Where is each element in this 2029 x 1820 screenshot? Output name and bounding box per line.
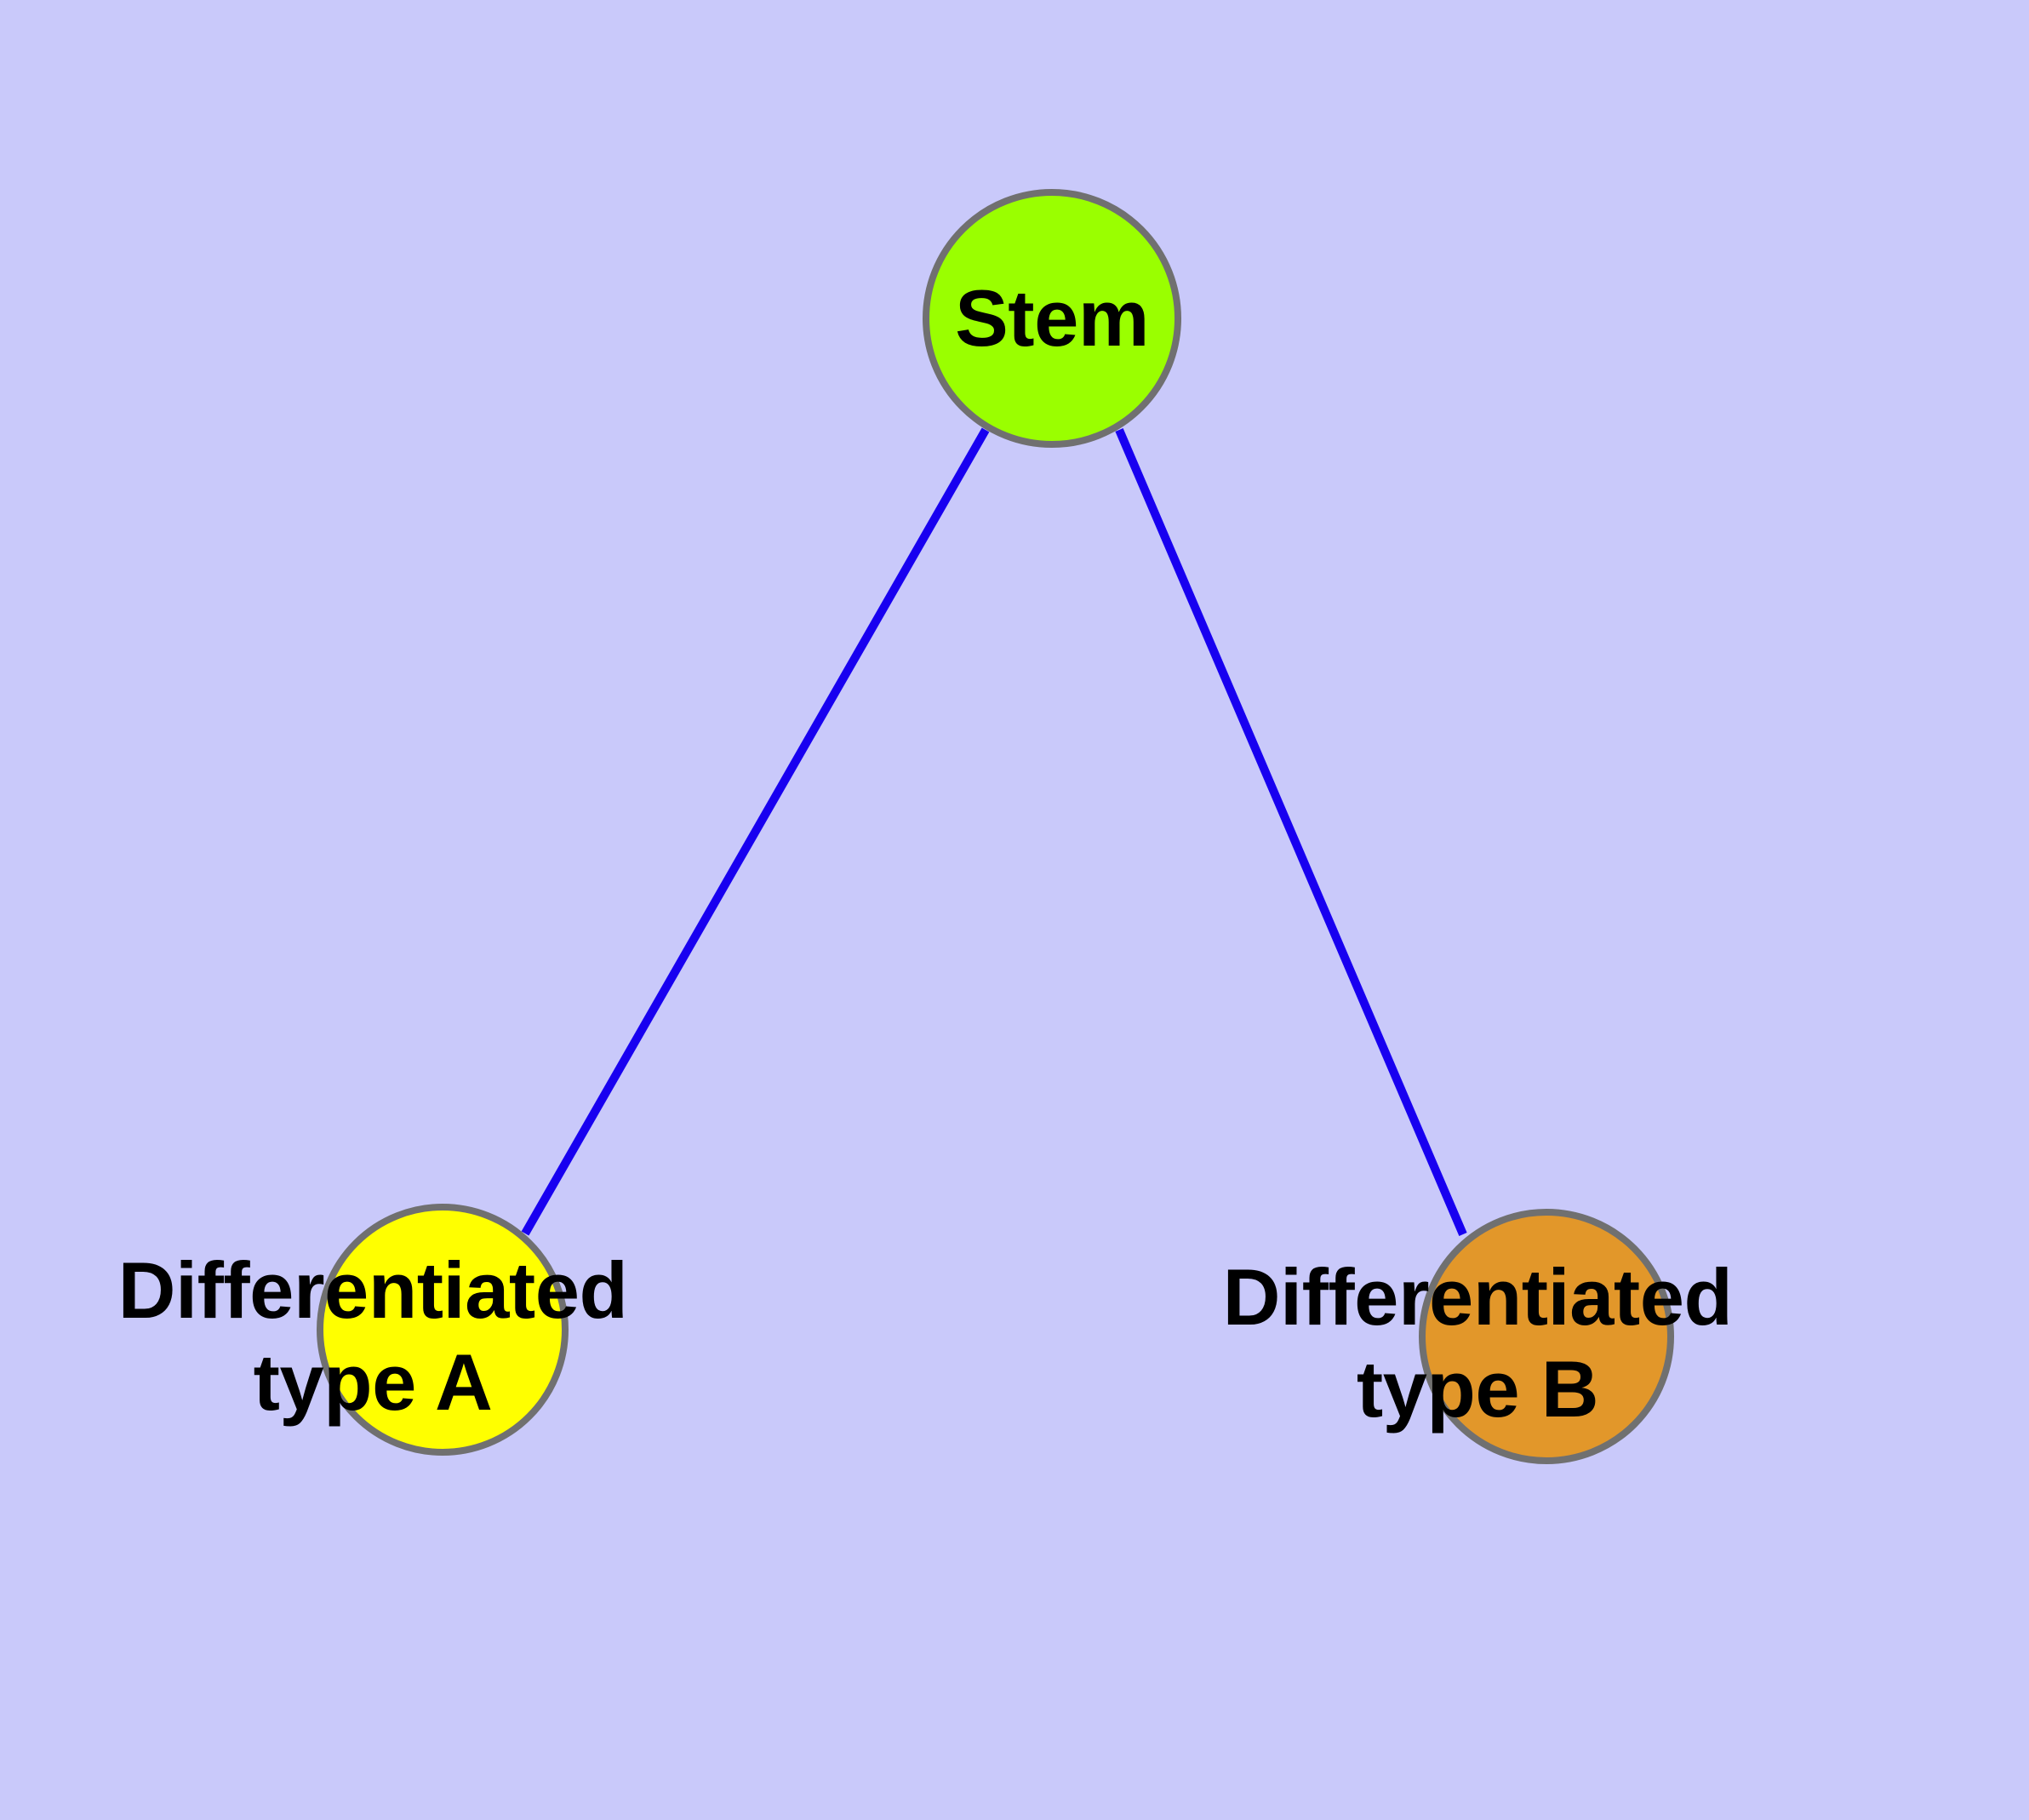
nodes-layer (317, 189, 1674, 1464)
node-stem-circle[interactable] (923, 189, 1181, 448)
edge-stem-to-diff-b[interactable] (1115, 428, 1467, 1236)
edges-layer (521, 427, 1467, 1236)
edge-stem-to-diff-a[interactable] (521, 427, 990, 1236)
node-diff-a-circle[interactable] (317, 1204, 569, 1456)
node-diff-b-circle[interactable] (1419, 1209, 1674, 1464)
